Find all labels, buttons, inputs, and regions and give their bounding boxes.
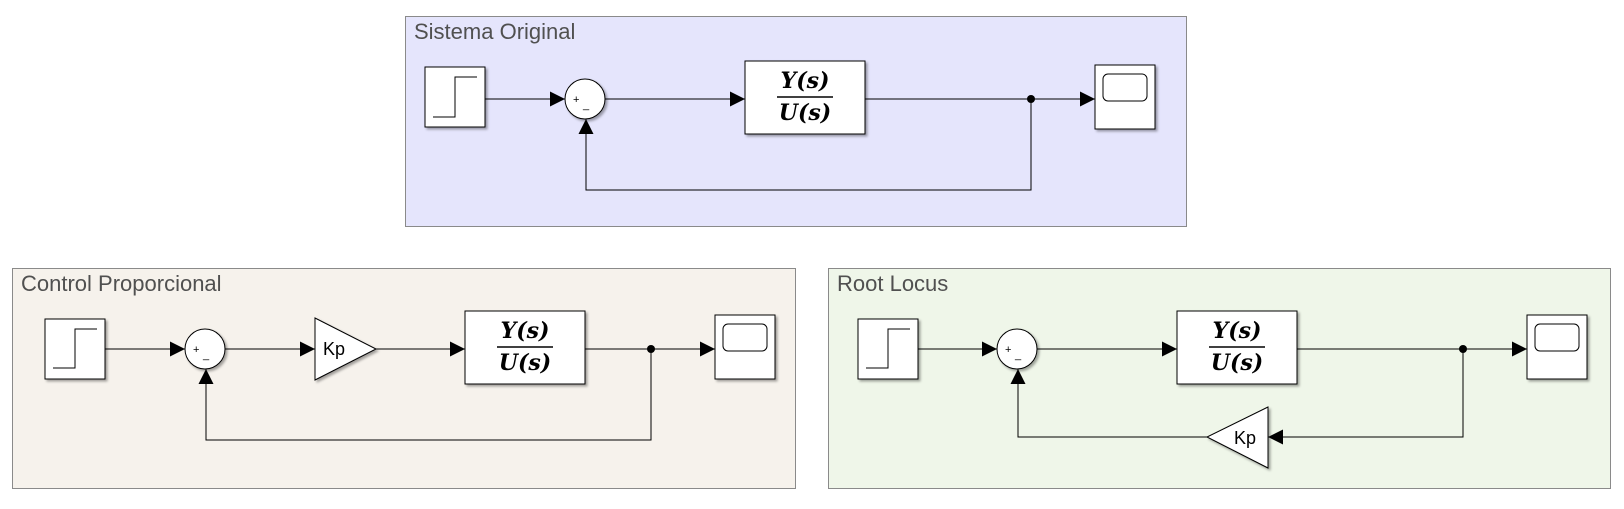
transfer-function-block[interactable]: Y(s) U(s) <box>744 60 866 135</box>
step-block[interactable] <box>424 66 486 128</box>
scope-screen-icon <box>722 323 768 352</box>
scope-screen-icon <box>1102 73 1148 102</box>
sum-minus-sign: _ <box>202 349 210 361</box>
transfer-function-block[interactable]: Y(s) U(s) <box>1176 310 1298 385</box>
gain-label: Kp <box>323 339 345 359</box>
sum-block[interactable]: + _ <box>184 328 226 370</box>
sum-plus-sign: + <box>1005 344 1011 356</box>
scope-block[interactable] <box>714 314 776 380</box>
area-control-proporcional[interactable]: Control Proporcional <box>12 268 796 489</box>
tf-numerator: Y(s) <box>1213 318 1262 344</box>
step-block[interactable] <box>44 318 106 380</box>
sum-minus-sign: _ <box>582 99 590 111</box>
diagram-control-proporcional: + _ Kp Y(s) U(s) <box>44 310 776 441</box>
step-block[interactable] <box>857 318 919 380</box>
tf-numerator: Y(s) <box>781 68 830 94</box>
diagram-root-locus: + _ Y(s) U(s) Kp <box>857 310 1588 469</box>
feedback-line[interactable] <box>578 99 1032 191</box>
sum-plus-sign: + <box>193 344 199 356</box>
feedback-gain-block[interactable]: Kp <box>1205 406 1269 469</box>
area-title-root-locus: Root Locus <box>837 271 949 296</box>
scope-block[interactable] <box>1094 64 1156 130</box>
step-icon <box>866 328 910 369</box>
tf-numerator: Y(s) <box>501 318 550 344</box>
step-icon <box>433 76 477 118</box>
diagram-sistema-original: + _ Y(s) U(s) <box>424 60 1156 191</box>
tf-denominator: U(s) <box>499 350 551 376</box>
tf-denominator: U(s) <box>779 100 831 126</box>
sum-minus-sign: _ <box>1014 349 1022 361</box>
tf-denominator: U(s) <box>1211 350 1263 376</box>
area-title-sistema-original: Sistema Original <box>414 19 576 44</box>
feedback-line[interactable] <box>1010 369 1207 438</box>
gain-block[interactable]: Kp <box>314 317 378 381</box>
gain-label: Kp <box>1234 428 1256 448</box>
sum-block[interactable]: + _ <box>996 328 1038 370</box>
feedback-line[interactable] <box>198 349 652 441</box>
scope-block[interactable] <box>1526 314 1588 380</box>
step-icon <box>53 328 97 369</box>
area-title-control-proporcional: Control Proporcional <box>21 271 222 296</box>
scope-screen-icon <box>1534 323 1580 352</box>
sum-plus-sign: + <box>573 94 579 106</box>
transfer-function-block[interactable]: Y(s) U(s) <box>464 310 586 385</box>
sum-block[interactable]: + _ <box>564 78 606 120</box>
feedback-line[interactable] <box>1268 349 1464 445</box>
